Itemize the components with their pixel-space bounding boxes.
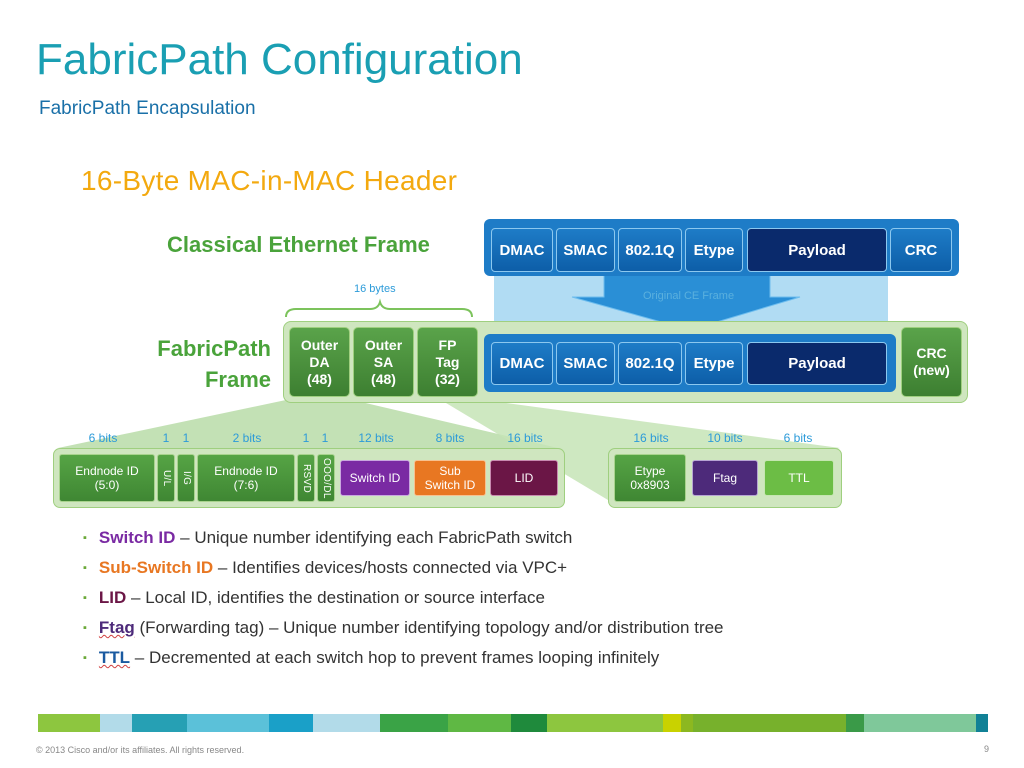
bits-label: 1 <box>321 431 329 445</box>
fp-frame-label-line2: Frame <box>204 367 271 392</box>
page-title: FabricPath Configuration <box>36 35 523 84</box>
bullet-dot-icon: ▪ <box>83 592 87 604</box>
outer-da-line2: DA <box>309 353 330 370</box>
bits-label: 16 bits <box>633 431 669 445</box>
ul-bit-field: U/L <box>157 454 175 502</box>
outer-da-line3: (48) <box>307 370 332 387</box>
fp-crc-line2: (new) <box>913 362 950 378</box>
bullet-ttl: ▪ TTL – Decremented at each switch hop to… <box>83 648 659 668</box>
outer-da-funnel <box>58 397 558 448</box>
fp-crc-line1: CRC <box>916 345 947 361</box>
bullet-sub-switch-id: ▪ Sub-Switch ID – Identifies devices/host… <box>83 558 567 578</box>
ooo-dl-bit-field: OOO/DL <box>317 454 335 502</box>
bullet-term: TTL <box>98 648 131 667</box>
field-line2: Switch ID <box>424 478 476 492</box>
bullet-text: – Local ID, identifies the destination o… <box>126 588 545 607</box>
fp-tag-line2: Tag <box>435 353 460 370</box>
bullet-switch-id: ▪ Switch ID – Unique number identifying e… <box>83 528 572 548</box>
bullet-ftag: ▪ Ftag (Forwarding tag) – Unique number i… <box>83 618 724 638</box>
field-line1: Endnode ID <box>214 464 278 478</box>
bits-label: 1 <box>302 431 310 445</box>
bullet-term: Switch ID <box>98 528 176 547</box>
switch-id-field: Switch ID <box>340 460 410 496</box>
down-arrow-icon <box>571 271 801 331</box>
field-line1: Etype <box>634 464 666 478</box>
ftag-field: Ftag <box>692 460 758 496</box>
ttl-field: TTL <box>764 460 834 496</box>
bullet-dot-icon: ▪ <box>83 532 87 544</box>
bullet-term: LID <box>98 588 127 607</box>
bits-label: 12 bits <box>358 431 394 445</box>
fp-etype-field: Etype <box>685 342 743 385</box>
fp-smac-field: SMAC <box>556 342 615 385</box>
outer-sa-line1: Outer <box>364 336 403 353</box>
ce-smac-field: SMAC <box>556 228 615 272</box>
page-subtitle: FabricPath Encapsulation <box>39 98 256 119</box>
ce-dot1q-field: 802.1Q <box>618 228 682 272</box>
field-line1: Sub <box>439 464 461 478</box>
outer-sa-line2: SA <box>373 353 394 370</box>
bits-label: 16 bits <box>507 431 543 445</box>
bytes-brace <box>285 298 473 318</box>
bullet-lid: ▪ LID – Local ID, identifies the destinat… <box>83 588 545 608</box>
decorative-color-stripe <box>38 714 988 732</box>
bullet-text: – Decremented at each switch hop to prev… <box>130 648 660 667</box>
bullet-dot-icon: ▪ <box>83 622 87 634</box>
fp-tag-line3: (32) <box>435 370 460 387</box>
outer-da-line1: Outer <box>300 336 339 353</box>
fp-tag-line1: FP <box>438 336 457 353</box>
field-line2: (7:6) <box>233 478 259 492</box>
fp-frame-label-line1: FabricPath <box>157 336 271 361</box>
outer-sa-line3: (48) <box>371 370 396 387</box>
fp-payload-field: Payload <box>747 342 887 385</box>
ce-crc-field: CRC <box>890 228 952 272</box>
bullet-text: (Forwarding tag) – Unique number identif… <box>134 618 724 637</box>
bullet-term: Ftag <box>98 618 135 637</box>
endnode-id-5-0-field: Endnode ID(5:0) <box>59 454 155 502</box>
page-number: 9 <box>984 744 990 754</box>
field-line2: 0x8903 <box>630 478 670 492</box>
bits-label: 6 bits <box>88 431 118 445</box>
ce-payload-field: Payload <box>747 228 887 272</box>
fp-dmac-field: DMAC <box>491 342 553 385</box>
original-ce-label: Original CE Frame <box>643 290 735 302</box>
field-line1: Endnode ID <box>75 464 139 478</box>
ce-dmac-field: DMAC <box>491 228 553 272</box>
diagram-heading: 16-Byte MAC-in-MAC Header <box>81 165 458 196</box>
bits-label: 6 bits <box>783 431 813 445</box>
bits-label: 1 <box>182 431 190 445</box>
bits-label: 1 <box>162 431 170 445</box>
bullet-text: – Unique number identifying each FabricP… <box>175 528 573 547</box>
bytes-label: 16 bytes <box>354 283 396 295</box>
ce-frame-label: Classical Ethernet Frame <box>167 232 430 257</box>
bits-label: 8 bits <box>435 431 465 445</box>
copyright-notice: © 2013 Cisco and/or its affiliates. All … <box>36 745 245 755</box>
lid-field: LID <box>490 460 558 496</box>
ce-etype-field: Etype <box>685 228 743 272</box>
bits-label: 10 bits <box>707 431 743 445</box>
bullet-text: – Identifies devices/hosts connected via… <box>213 558 568 577</box>
fp-dot1q-field: 802.1Q <box>618 342 682 385</box>
rsvd-bit-field: RSVD <box>297 454 315 502</box>
fp-crc-field: CRC(new) <box>901 327 962 397</box>
endnode-id-7-6-field: Endnode ID(7:6) <box>197 454 295 502</box>
ig-bit-field: I/G <box>177 454 195 502</box>
fp-frame-label: FabricPath Frame <box>138 333 271 395</box>
bullet-dot-icon: ▪ <box>83 562 87 574</box>
bullet-dot-icon: ▪ <box>83 652 87 664</box>
bullet-term: Sub-Switch ID <box>98 558 214 577</box>
field-line2: (5:0) <box>94 478 120 492</box>
bits-label: 2 bits <box>232 431 262 445</box>
